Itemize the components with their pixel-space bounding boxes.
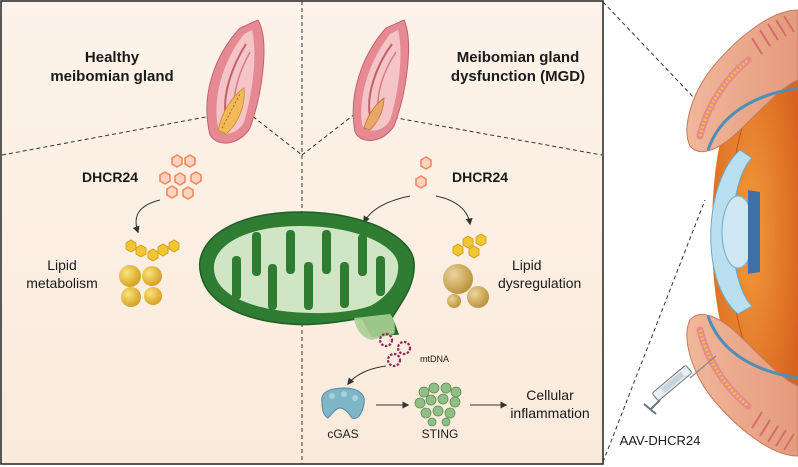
mtdna-circles [378, 332, 412, 368]
sting-protein [414, 382, 462, 427]
lipid-dysregulation-label: dysregulation [498, 275, 581, 291]
zoom-line [379, 114, 603, 156]
arrow-mtdna-to-cgas [347, 365, 387, 386]
dhcr24-hexagons-healthy [159, 154, 202, 200]
arrow-mgd-to-mito [363, 195, 411, 224]
lipid-metabolism-label: metabolism [26, 275, 98, 291]
cellular-inflammation-label: inflammation [510, 405, 589, 421]
zoom-line [1, 113, 223, 156]
mtdna-label: mtDNA [420, 354, 449, 364]
aav-dhcr24-label: AAV-DHCR24 [620, 433, 701, 448]
lipid-droplets-healthy [119, 239, 180, 307]
eye-zoom-line [602, 199, 706, 463]
healthy-title: Healthy [85, 49, 140, 66]
eye-cross-section [686, 9, 798, 457]
mgd-title: dysfunction (MGD) [451, 68, 585, 85]
zoom-line [301, 109, 361, 156]
dhcr24-label-mgd: DHCR24 [452, 169, 508, 185]
lipid-metabolism-label: Lipid [47, 257, 77, 273]
mitochondrion [199, 211, 415, 340]
cellular-inflammation-label: Cellular [526, 387, 574, 403]
zoom-line [241, 107, 303, 156]
dhcr24-hexagons-mgd [415, 156, 432, 189]
lipid-dysregulation-label: Lipid [512, 257, 542, 273]
arrow-mgd-to-lipid [435, 195, 473, 226]
dhcr24-label-healthy: DHCR24 [82, 169, 138, 185]
cgas-label: cGAS [327, 427, 358, 441]
lipid-droplets-mgd [443, 233, 489, 308]
healthy-gland-illustration [206, 19, 265, 144]
syringe-icon [643, 355, 717, 415]
arrow-healthy-dhcr24 [132, 199, 161, 234]
mgd-gland-illustration [352, 19, 409, 141]
healthy-title: meibomian gland [50, 68, 173, 85]
cgas-protein [321, 387, 365, 419]
mgd-title: Meibomian gland [457, 49, 580, 66]
sting-label: STING [422, 427, 459, 441]
